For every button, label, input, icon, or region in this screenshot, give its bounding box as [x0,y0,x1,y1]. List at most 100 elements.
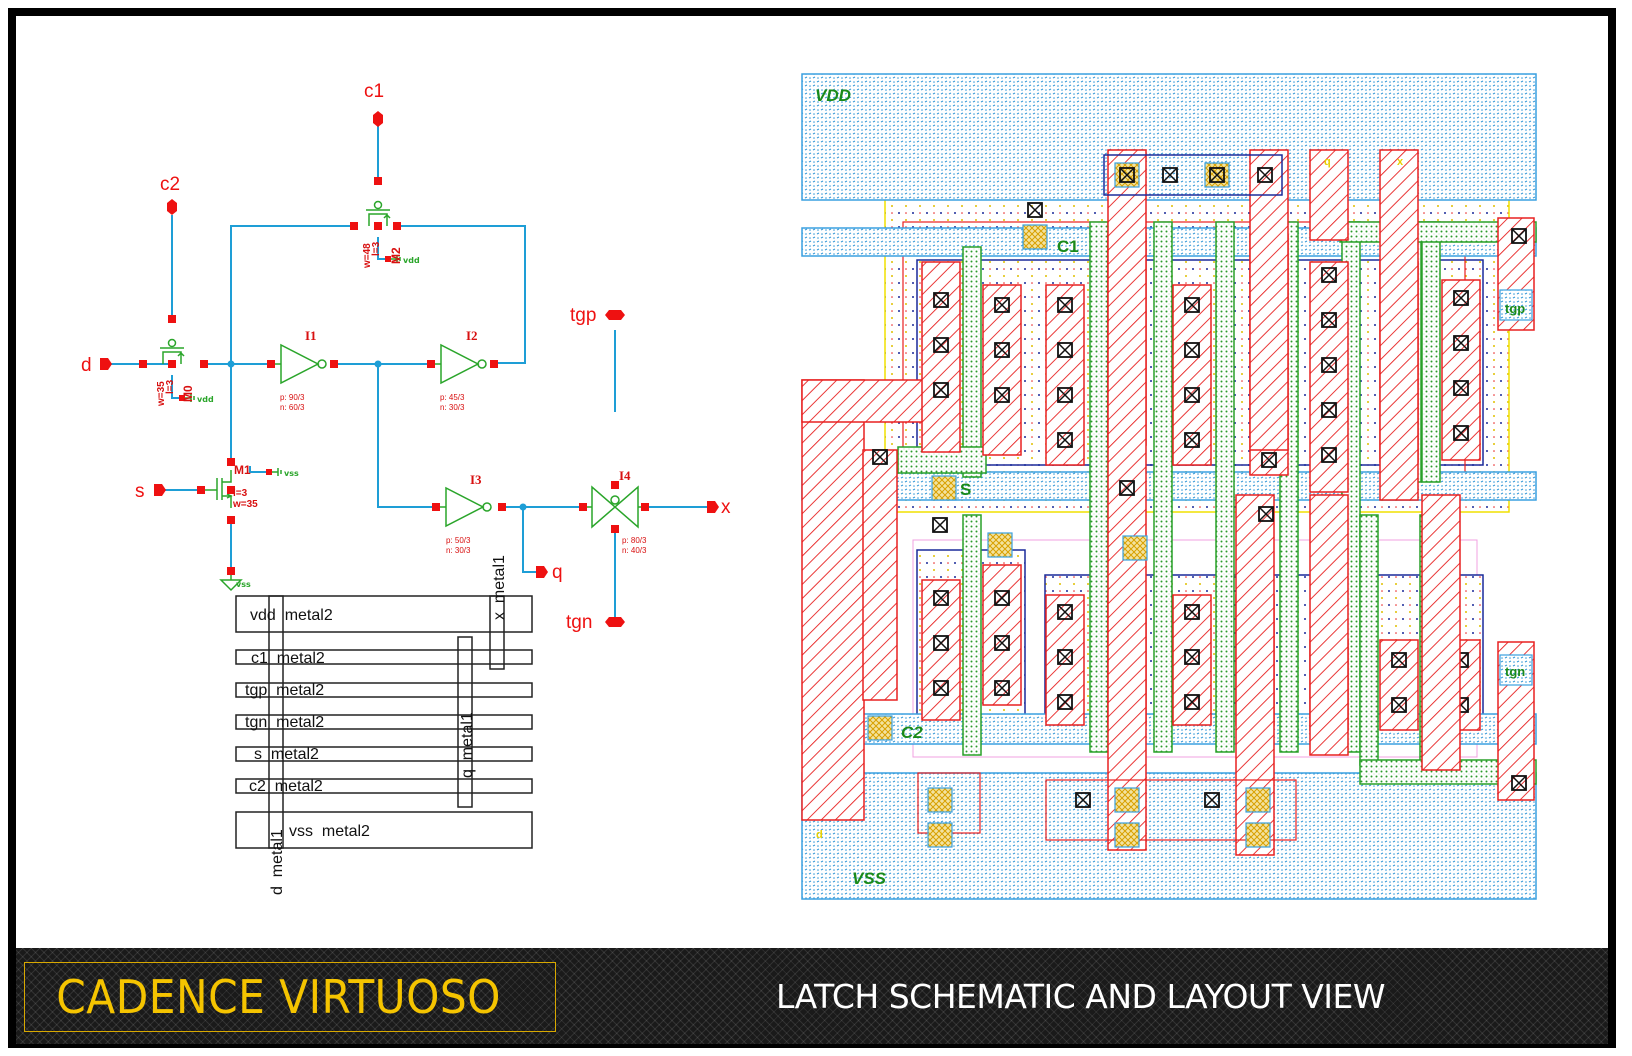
transmission-gate-i4[interactable] [583,485,645,529]
port-s-icon[interactable] [154,484,166,496]
contact-icon [994,297,1010,313]
rail-c1-label: c1 metal2 [251,650,325,667]
layout-devices [801,149,1537,856]
contact-icon [1321,447,1337,463]
port-d-icon[interactable] [100,358,112,370]
transistor-m1[interactable] [201,468,282,508]
active-gate [1089,221,1109,753]
rail-vdd[interactable] [235,595,533,633]
m0-l: l=3 [165,379,176,394]
column-d-label: d metal1 [269,829,286,895]
contact-icon [1321,267,1337,283]
rail-tgp[interactable] [235,682,533,698]
layout-labels: VDD VSS C1 C2 S tgp tgn [815,86,1525,888]
i2-n: n: 30/3 [440,403,465,412]
view-caption: LATCH SCHEMATIC AND LAYOUT VIEW [776,976,1386,1016]
m2-name: M2 [389,247,403,264]
transistor-m2[interactable] [366,200,401,264]
contact-icon [1057,649,1073,665]
port-tgn-icon[interactable] [605,617,625,627]
i2-name: I2 [466,328,478,343]
contact-icon [1258,506,1274,522]
rail-vss[interactable] [235,811,533,849]
rail-vdd-label: vdd metal2 [250,607,333,624]
contact-icon [1257,167,1273,183]
column-q[interactable] [457,636,473,808]
port-tgn-label: tgn [566,612,592,633]
layout-view: VDD VSS C1 C2 S tgp tgn d q x [801,73,1537,900]
inverter-i2[interactable] [431,343,487,385]
rail-tgn[interactable] [235,714,533,730]
contact-icon [1511,775,1527,791]
junction-node-a [227,360,235,368]
layout-label-d: d [816,829,823,841]
i3-n: n: 30/3 [446,546,471,555]
pmos-finger [1172,284,1212,466]
port-x-icon[interactable] [707,501,719,513]
schematic-wires [110,125,714,622]
contact-icon [1391,652,1407,668]
contact-icon [1119,167,1135,183]
tgn-pin [1499,654,1533,686]
rail-c1[interactable] [235,649,533,665]
layout-label-c2: C2 [901,723,923,742]
contact-icon [1119,480,1135,496]
column-q-label: q metal1 [459,712,476,778]
inverter-i1[interactable] [271,343,327,385]
via-icon [1245,787,1271,813]
poly-route [1107,149,1147,851]
pmos-finger [1309,261,1349,493]
contact-icon [932,517,948,533]
m0-name: M0 [181,385,195,402]
contact-icon [1057,694,1073,710]
pmos-finger [982,284,1022,456]
column-x-label: x metal1 [491,555,508,620]
wire-to-i3 [377,364,436,508]
vss-rail[interactable] [801,772,1537,900]
rail-vss-label: vss metal2 [289,823,370,840]
contact-icon [1321,402,1337,418]
contact-icon [1184,649,1200,665]
port-c1-icon[interactable] [373,111,383,127]
rail-c2[interactable] [235,778,533,794]
port-c2-icon[interactable] [167,199,177,215]
m2-w: w=48 [362,243,373,269]
via-icon [927,787,953,813]
poly-d-trunk [801,379,865,821]
i4-name: I4 [619,468,631,483]
m1-l: l=3 [233,488,248,499]
contact-icon [1204,792,1220,808]
m1-w: w=35 [232,499,258,510]
port-c1-label: c1 [364,81,384,102]
contact-icon [1261,452,1277,468]
via-icon [867,715,893,741]
layout-pin-labels: d q x [816,156,1404,841]
contact-icon [994,387,1010,403]
ground-label: vss [236,580,251,589]
contact-icon [1453,425,1469,441]
via-icon [1114,822,1140,848]
poly-route [1309,149,1349,241]
contact-icon [872,449,888,465]
rail-tgp-label: tgp metal2 [245,682,324,699]
inverter-i3[interactable] [436,486,492,528]
port-q-icon[interactable] [536,566,548,578]
column-d[interactable] [268,595,284,849]
port-x-label: x [721,497,731,518]
contact-icon [1321,312,1337,328]
transistor-m0[interactable] [160,338,195,403]
port-s-label: s [135,481,145,502]
layout-label-tgn: tgn [1505,664,1525,679]
junction-node-q [519,503,527,511]
schematic: d s c1 c2 q x tgp tgn M0 w=35 l=3 vdd M2… [81,81,731,633]
active-gate [962,514,982,756]
contact-icon [1057,297,1073,313]
port-tgp-icon[interactable] [605,310,625,320]
layout-label-tgp: tgp [1505,301,1525,316]
via-icon [987,532,1013,558]
active-gate [1215,221,1235,753]
rail-s[interactable] [235,746,533,762]
active-gate [1421,221,1441,483]
m1-bulk: vss [284,469,299,478]
column-x[interactable] [489,595,505,670]
